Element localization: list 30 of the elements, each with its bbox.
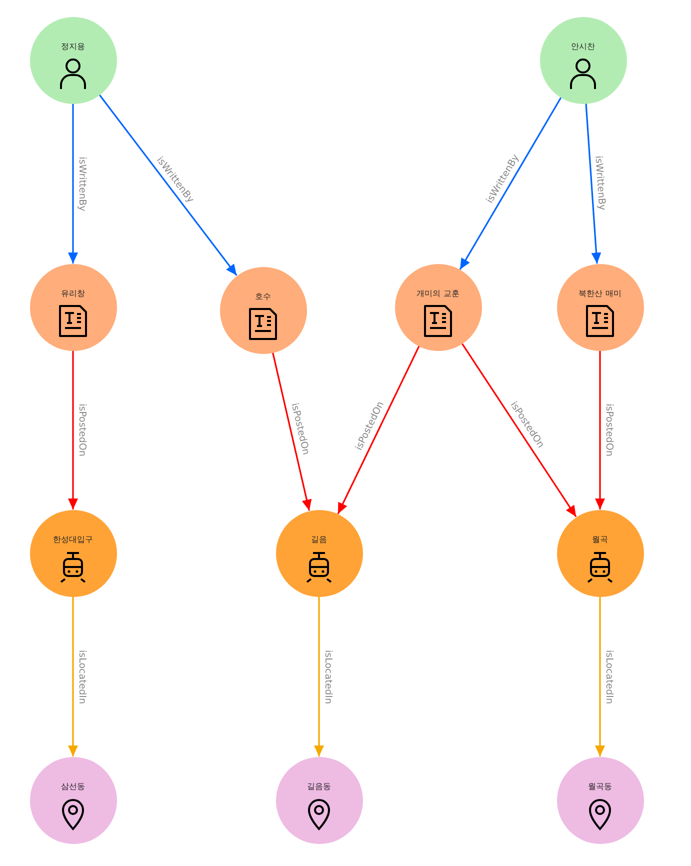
arrow <box>68 596 78 756</box>
node-label: 월곡 <box>591 534 609 544</box>
arrow <box>459 97 562 270</box>
arrow <box>68 104 78 264</box>
arrow <box>585 103 602 264</box>
node-label: 한성대입구 <box>52 534 94 544</box>
edge-label: isPostedOn <box>76 402 88 458</box>
node-label: 유리창 <box>60 288 86 298</box>
edge-label: isLocatedIn <box>604 648 614 706</box>
arrow <box>98 94 238 276</box>
node-label: 길음동 <box>306 780 332 792</box>
edge-label: isLocatedIn <box>76 648 88 706</box>
node-label: 호수 <box>254 290 272 302</box>
node-label: 개미의 교훈 <box>416 288 460 298</box>
edge-label: isWrittenBy <box>592 153 608 212</box>
node-label: 삼선동 <box>60 780 86 792</box>
node-label: 길음 <box>310 534 328 544</box>
arrow <box>595 350 605 510</box>
edge-label: isLocatedIn <box>322 648 334 706</box>
node-label: 안시찬 <box>570 40 596 52</box>
node-label: 북한산 매미 <box>578 288 622 298</box>
node-label: 정지용 <box>60 40 86 52</box>
node-label: 월곡동 <box>587 780 613 792</box>
arrow <box>314 596 324 756</box>
arrow <box>68 350 78 510</box>
arrow <box>461 342 577 518</box>
arrow <box>337 346 420 514</box>
arrow <box>272 352 312 511</box>
edge-label: isPostedOn <box>604 402 614 458</box>
arrow <box>595 596 605 756</box>
